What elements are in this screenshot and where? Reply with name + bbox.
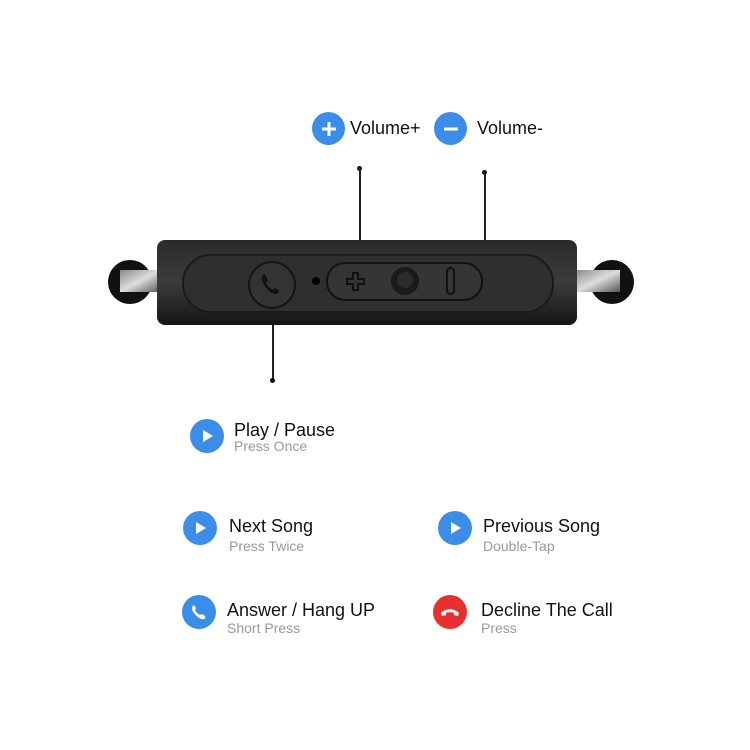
function-subtitle: Press xyxy=(481,620,517,636)
volume-up-label: Volume+ xyxy=(350,118,421,138)
function-subtitle: Press Once xyxy=(234,438,308,454)
inline-remote-image xyxy=(108,240,634,325)
minus-icon xyxy=(434,112,467,145)
leader-dot xyxy=(270,378,275,383)
function-subtitle: Double-Tap xyxy=(483,538,555,554)
call-button xyxy=(248,261,296,309)
function-title: Next Song xyxy=(229,516,314,536)
play-icon xyxy=(183,511,217,545)
phone-icon xyxy=(182,595,216,629)
leader-line xyxy=(359,168,361,240)
function-title: Play / Pause xyxy=(234,420,336,440)
function-title: Decline The Call xyxy=(481,600,613,620)
plus-icon xyxy=(312,112,345,145)
function-title: Answer / Hang UP xyxy=(227,600,376,620)
function-subtitle: Short Press xyxy=(227,620,301,636)
volume-down-label: Volume- xyxy=(477,118,544,138)
play-icon xyxy=(190,419,224,453)
function-title: Previous Song xyxy=(483,516,601,536)
leader-line xyxy=(484,172,486,240)
leader-line xyxy=(272,322,274,380)
hang-up-icon xyxy=(433,595,467,629)
function-subtitle: Press Twice xyxy=(229,538,305,554)
play-icon xyxy=(438,511,472,545)
